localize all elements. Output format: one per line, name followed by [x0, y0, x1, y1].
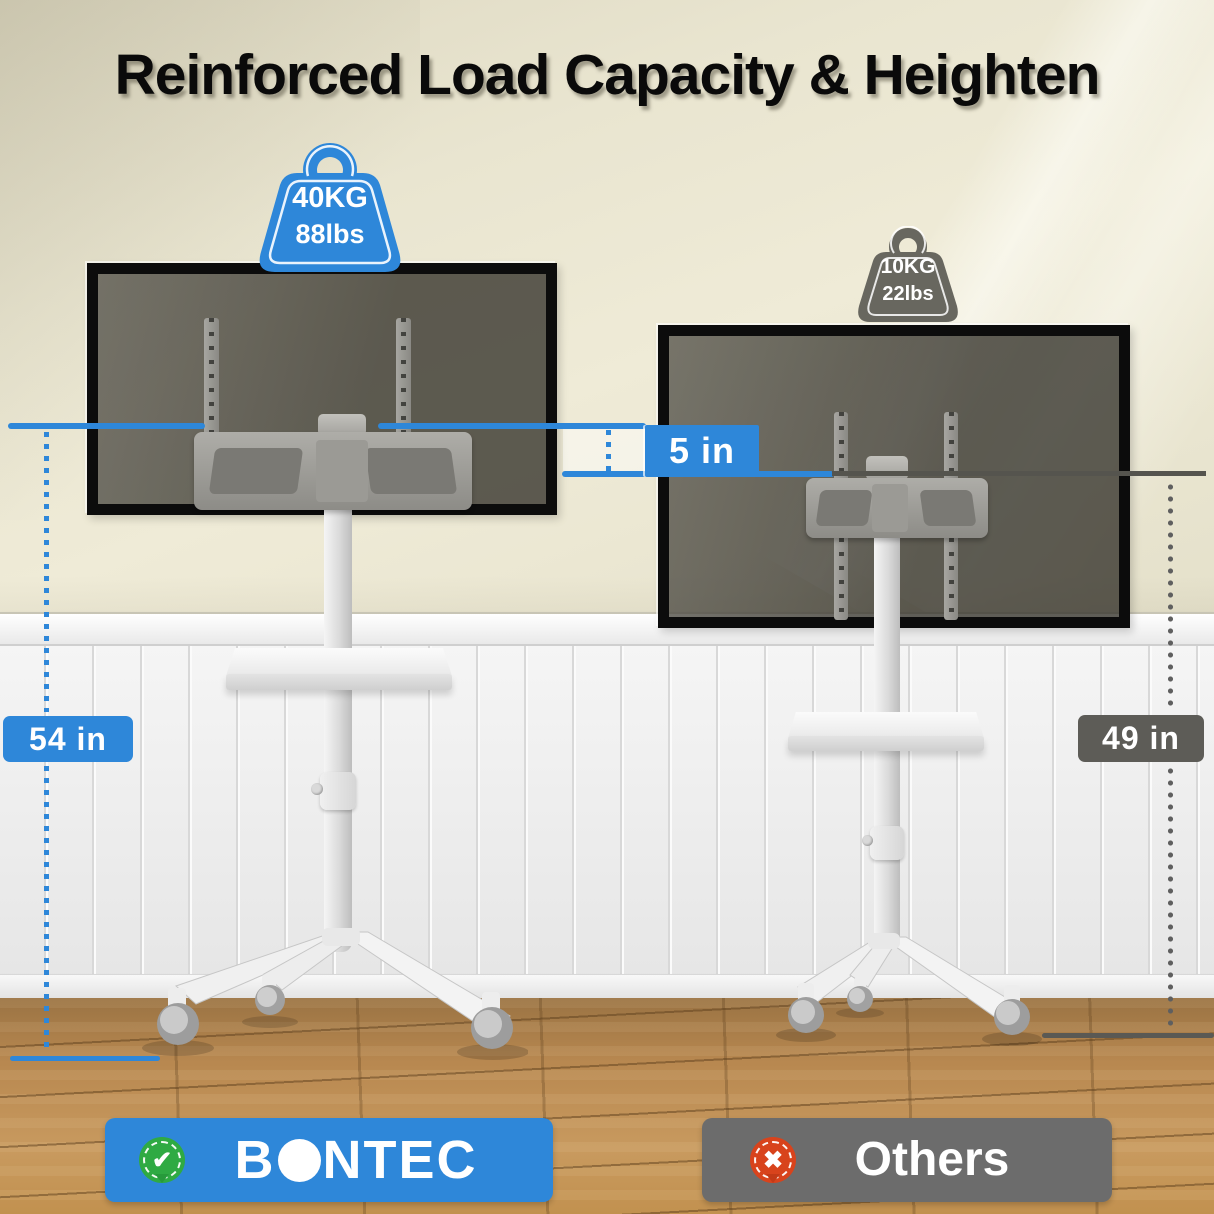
height-dotted-line-others — [1168, 768, 1173, 1028]
difference-gap-highlight — [563, 429, 645, 471]
bontec-logo-part1: B — [234, 1130, 276, 1190]
floor-line-bontec — [10, 1056, 160, 1061]
stand-shelf-lip — [226, 674, 452, 690]
difference-dotted-connector — [606, 430, 611, 471]
weight-icon-others — [858, 226, 958, 322]
bracket-slot — [815, 490, 873, 526]
stand-shelf — [226, 648, 452, 676]
floor-line-others — [1042, 1033, 1214, 1038]
bracket-height-line-others — [832, 471, 1206, 476]
load-capacity-lbs: 88lbs — [295, 219, 365, 249]
stand-pole — [324, 446, 352, 952]
badge-tail — [155, 1174, 169, 1190]
check-badge: ✔ — [139, 1137, 185, 1183]
load-capacity-kg: 10KG — [880, 255, 936, 278]
load-capacity-lbs: 22lbs — [882, 283, 934, 305]
height-dotted-line-others — [1168, 484, 1173, 710]
adjustment-knob — [862, 835, 873, 846]
bontec-bar: ✔ B NTEC — [105, 1118, 553, 1202]
swivel-hub — [866, 456, 908, 480]
stand-base — [776, 933, 1042, 1046]
stand-base — [142, 928, 528, 1060]
stand-shelf-lip — [788, 736, 984, 751]
swivel-hub — [318, 414, 366, 436]
height-label-bontec: 54 in — [3, 716, 133, 762]
vesa-bracket-plate — [806, 478, 988, 538]
bontec-logo-part2: NTEC — [322, 1130, 478, 1190]
height-label-others: 49 in — [1078, 715, 1204, 762]
bracket-slot — [208, 448, 304, 494]
load-capacity-kg: 40KG — [292, 182, 368, 214]
adjustment-knob — [311, 783, 323, 795]
others-bar: ✖ Others — [702, 1118, 1112, 1202]
height-dotted-line-bontec — [44, 432, 49, 712]
bracket-height-line-bontec — [378, 423, 646, 429]
weight-icon-bontec — [259, 143, 401, 272]
check-icon: ✔ — [151, 1146, 173, 1174]
vesa-bracket-plate — [194, 432, 472, 510]
bracket-slot — [364, 448, 458, 494]
bracket-slot — [919, 490, 977, 526]
pole-joint — [870, 826, 904, 860]
pole-joint — [320, 772, 356, 810]
stand-pole — [874, 470, 900, 948]
logo-o-disc — [277, 1139, 321, 1182]
difference-label: 5 in — [645, 425, 759, 477]
bracket-center — [872, 484, 908, 532]
stand-shelf — [788, 712, 984, 738]
height-dotted-line-bontec — [44, 766, 49, 1054]
bracket-center — [316, 440, 368, 502]
wainscot-panels — [0, 646, 1214, 976]
cross-icon: ✖ — [762, 1146, 784, 1174]
cross-badge: ✖ — [750, 1137, 796, 1183]
others-label: Others — [854, 1133, 1010, 1186]
page-title: Reinforced Load Capacity & Heighten — [114, 43, 1101, 107]
badge-tail — [766, 1174, 780, 1190]
bontec-logo: B NTEC — [185, 1133, 553, 1187]
bracket-height-line-bontec — [8, 423, 205, 429]
